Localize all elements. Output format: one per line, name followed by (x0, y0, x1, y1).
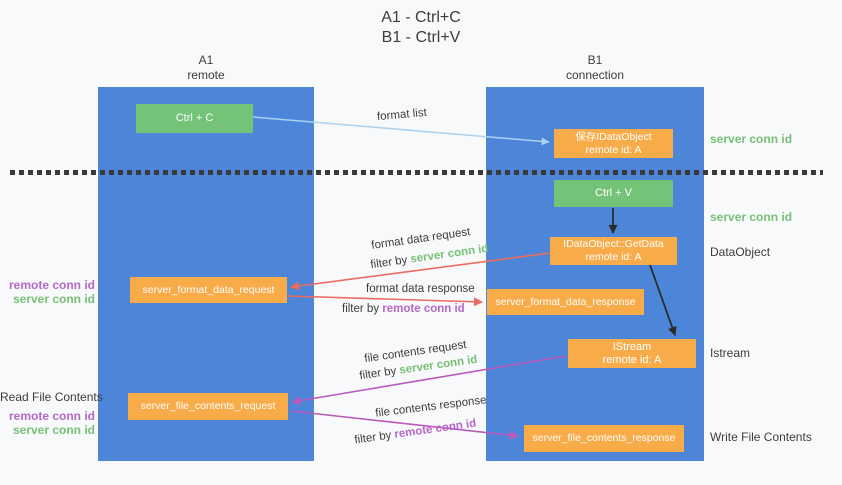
node-format-response-label: server_format_data_response (495, 295, 636, 308)
side-label-server-conn-id-2: server conn id (12, 423, 95, 437)
node-format-request-label: server_format_data_request (142, 283, 275, 296)
lane-b-role: connection (565, 68, 625, 82)
node-save-idataobject-line2: remote id: A (585, 143, 642, 156)
side-label-remote-conn-id-1: remote conn id (8, 278, 95, 292)
diagram-title-line2: B1 - Ctrl+V (381, 29, 461, 46)
edge-label-filter-remote-conn-1: filter by remote conn id (342, 303, 465, 315)
side-label-read-file-contents: Read File Contents (0, 390, 103, 404)
lane-b-header: B1 connection (486, 53, 704, 83)
node-ctrl-c-label: Ctrl + C (175, 112, 214, 124)
filter-by-text: filter by (369, 254, 409, 272)
node-save-idataobject-line1: 保存IDataObject (575, 130, 652, 143)
remote-conn-id-text: remote conn id (393, 417, 477, 441)
edge-label-file-contents-response: file contents response (374, 394, 488, 420)
arrow-format-data-response (287, 295, 483, 307)
node-save-idataobject: 保存IDataObject remote id: A (554, 129, 673, 158)
node-istream: IStream remote id: A (568, 339, 696, 368)
node-ctrl-c: Ctrl + C (136, 104, 253, 133)
node-file-request-label: server_file_contents_request (140, 400, 276, 412)
side-label-server-conn-id-1: server conn id (12, 292, 95, 306)
lane-b-name: B1 (587, 53, 603, 67)
node-getdata-line2: remote id: A (585, 251, 642, 263)
node-istream-line2: remote id: A (602, 353, 662, 366)
node-ctrl-v-label: Ctrl + V (595, 187, 632, 199)
lane-a-name: A1 (198, 53, 214, 67)
side-label-write-file-contents: Write File Contents (710, 430, 812, 444)
node-server-format-data-request: server_format_data_request (130, 277, 287, 303)
diagram-title: A1 - Ctrl+C B1 - Ctrl+V (0, 8, 842, 48)
side-label-server-conn-id-top: server conn id (710, 132, 793, 146)
side-label-remote-conn-id-2: remote conn id (8, 409, 95, 423)
node-istream-line1: IStream (612, 340, 652, 353)
node-server-format-data-response: server_format_data_response (487, 289, 644, 315)
node-ctrl-v: Ctrl + V (554, 180, 673, 207)
node-idataobject-getdata: IDataObject::GetData remote id: A (550, 237, 677, 265)
edge-label-filter-remote-conn-2: filter by remote conn id (354, 418, 477, 447)
edge-label-format-data-response: format data response (366, 283, 475, 295)
node-getdata-line1: IDataObject::GetData (563, 238, 664, 250)
node-server-file-contents-response: server_file_contents_response (524, 425, 684, 452)
server-conn-id-text: server conn id (409, 242, 490, 266)
edge-label-format-list: format list (376, 106, 428, 124)
node-file-response-label: server_file_contents_response (532, 432, 676, 444)
diagram-title-line1: A1 - Ctrl+C (381, 9, 461, 26)
lane-a-role: remote (187, 68, 225, 82)
side-label-server-conn-id-mid: server conn id (710, 210, 793, 224)
filter-by-text: filter by (342, 303, 380, 315)
filter-by-text: filter by (353, 429, 393, 447)
side-label-dataobject: DataObject (710, 245, 771, 259)
separator-dotted-line (10, 170, 823, 175)
side-label-istream: Istream (710, 346, 751, 360)
remote-conn-id-text: remote conn id (382, 303, 465, 315)
filter-by-text: filter by (358, 365, 398, 383)
lane-a-header: A1 remote (98, 53, 314, 83)
node-server-file-contents-request: server_file_contents_request (128, 393, 288, 420)
